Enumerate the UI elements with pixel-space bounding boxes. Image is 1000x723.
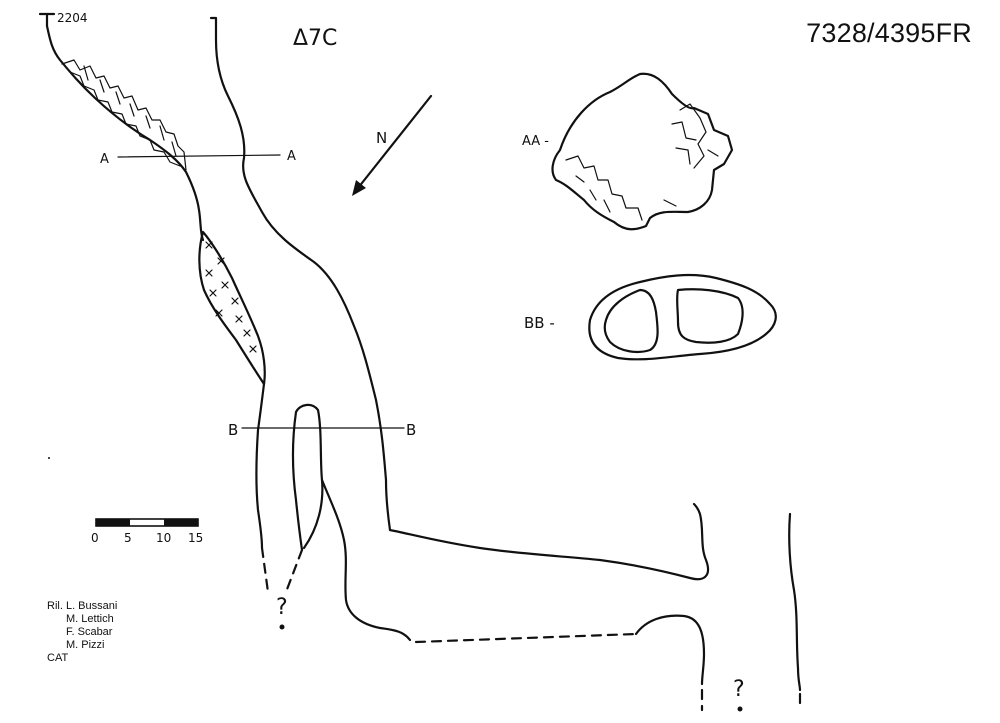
cave-wall-left-lower [255, 382, 266, 550]
central-pillar-dashed [284, 548, 304, 594]
section-b-end: B [406, 421, 416, 439]
section-b-start: B [228, 421, 238, 439]
scale-tick-10: 10 [156, 531, 171, 545]
credit-surveyor: M. Pizzi [66, 639, 105, 651]
lower-floor-wall-left [320, 478, 412, 642]
far-right-wall [788, 512, 802, 692]
section-line-a [117, 154, 281, 158]
unknown-dot-right [737, 706, 743, 712]
lower-right-passage [388, 502, 710, 581]
cave-label: Δ7C [293, 26, 337, 51]
cross-section-aa: AA - [522, 72, 734, 231]
cross-section-bb: BB - [524, 273, 777, 361]
section-bb-label: BB - [524, 314, 555, 332]
snow-symbols [205, 241, 257, 353]
snow-pocket-outline [198, 230, 266, 386]
cave-wall-left-dashed [260, 546, 270, 594]
cave-wall-right [209, 16, 392, 532]
credit-surveyor: L. Bussani [65, 600, 118, 612]
lower-floor-dashed [414, 632, 638, 644]
cave-wall-left-upper [45, 24, 205, 242]
scale-tick-5: 5 [124, 531, 132, 545]
scale-bar: 0 5 10 15 [91, 518, 203, 545]
scale-tick-0: 0 [91, 531, 99, 545]
survey-code: 7328/4395FR [806, 18, 972, 48]
breakdown-blocks-upper [61, 59, 187, 171]
section-a-end: A [287, 149, 296, 164]
unknown-mark-right: ? [733, 677, 745, 702]
stray-dot [48, 457, 50, 459]
lower-floor-wall-right [634, 614, 706, 686]
central-pillar [291, 403, 324, 552]
unknown-dot-left [279, 624, 285, 630]
credit-surveyor: F. Scabar [66, 626, 113, 638]
section-aa-label: AA - [522, 134, 549, 149]
survey-credits: Ril. L. Bussani M. Lettich F. Scabar M. … [47, 600, 117, 665]
north-label: N [376, 129, 387, 147]
credit-group: CAT [47, 652, 69, 664]
entrance-marker: 2204 [38, 11, 88, 28]
unknown-mark-left: ? [276, 595, 288, 620]
credit-surveyor: M. Lettich [66, 613, 114, 625]
entrance-elevation: 2204 [57, 11, 88, 25]
credit-line-1: Ril. L. Bussani [47, 600, 117, 613]
credit-prefix: Ril. [47, 600, 63, 612]
section-a-start: A [100, 152, 109, 167]
north-arrow: N [352, 94, 433, 196]
scale-tick-15: 15 [188, 531, 203, 545]
